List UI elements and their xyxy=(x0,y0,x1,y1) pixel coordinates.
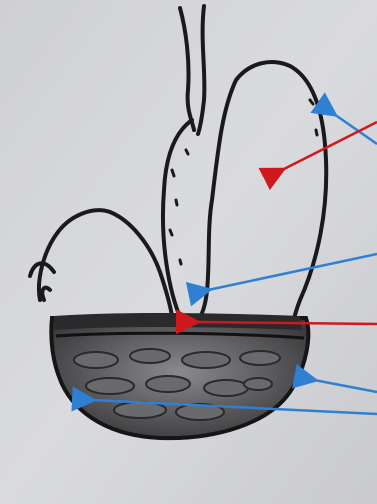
sketch-figure xyxy=(0,0,377,504)
sketch-canvas xyxy=(0,0,377,504)
